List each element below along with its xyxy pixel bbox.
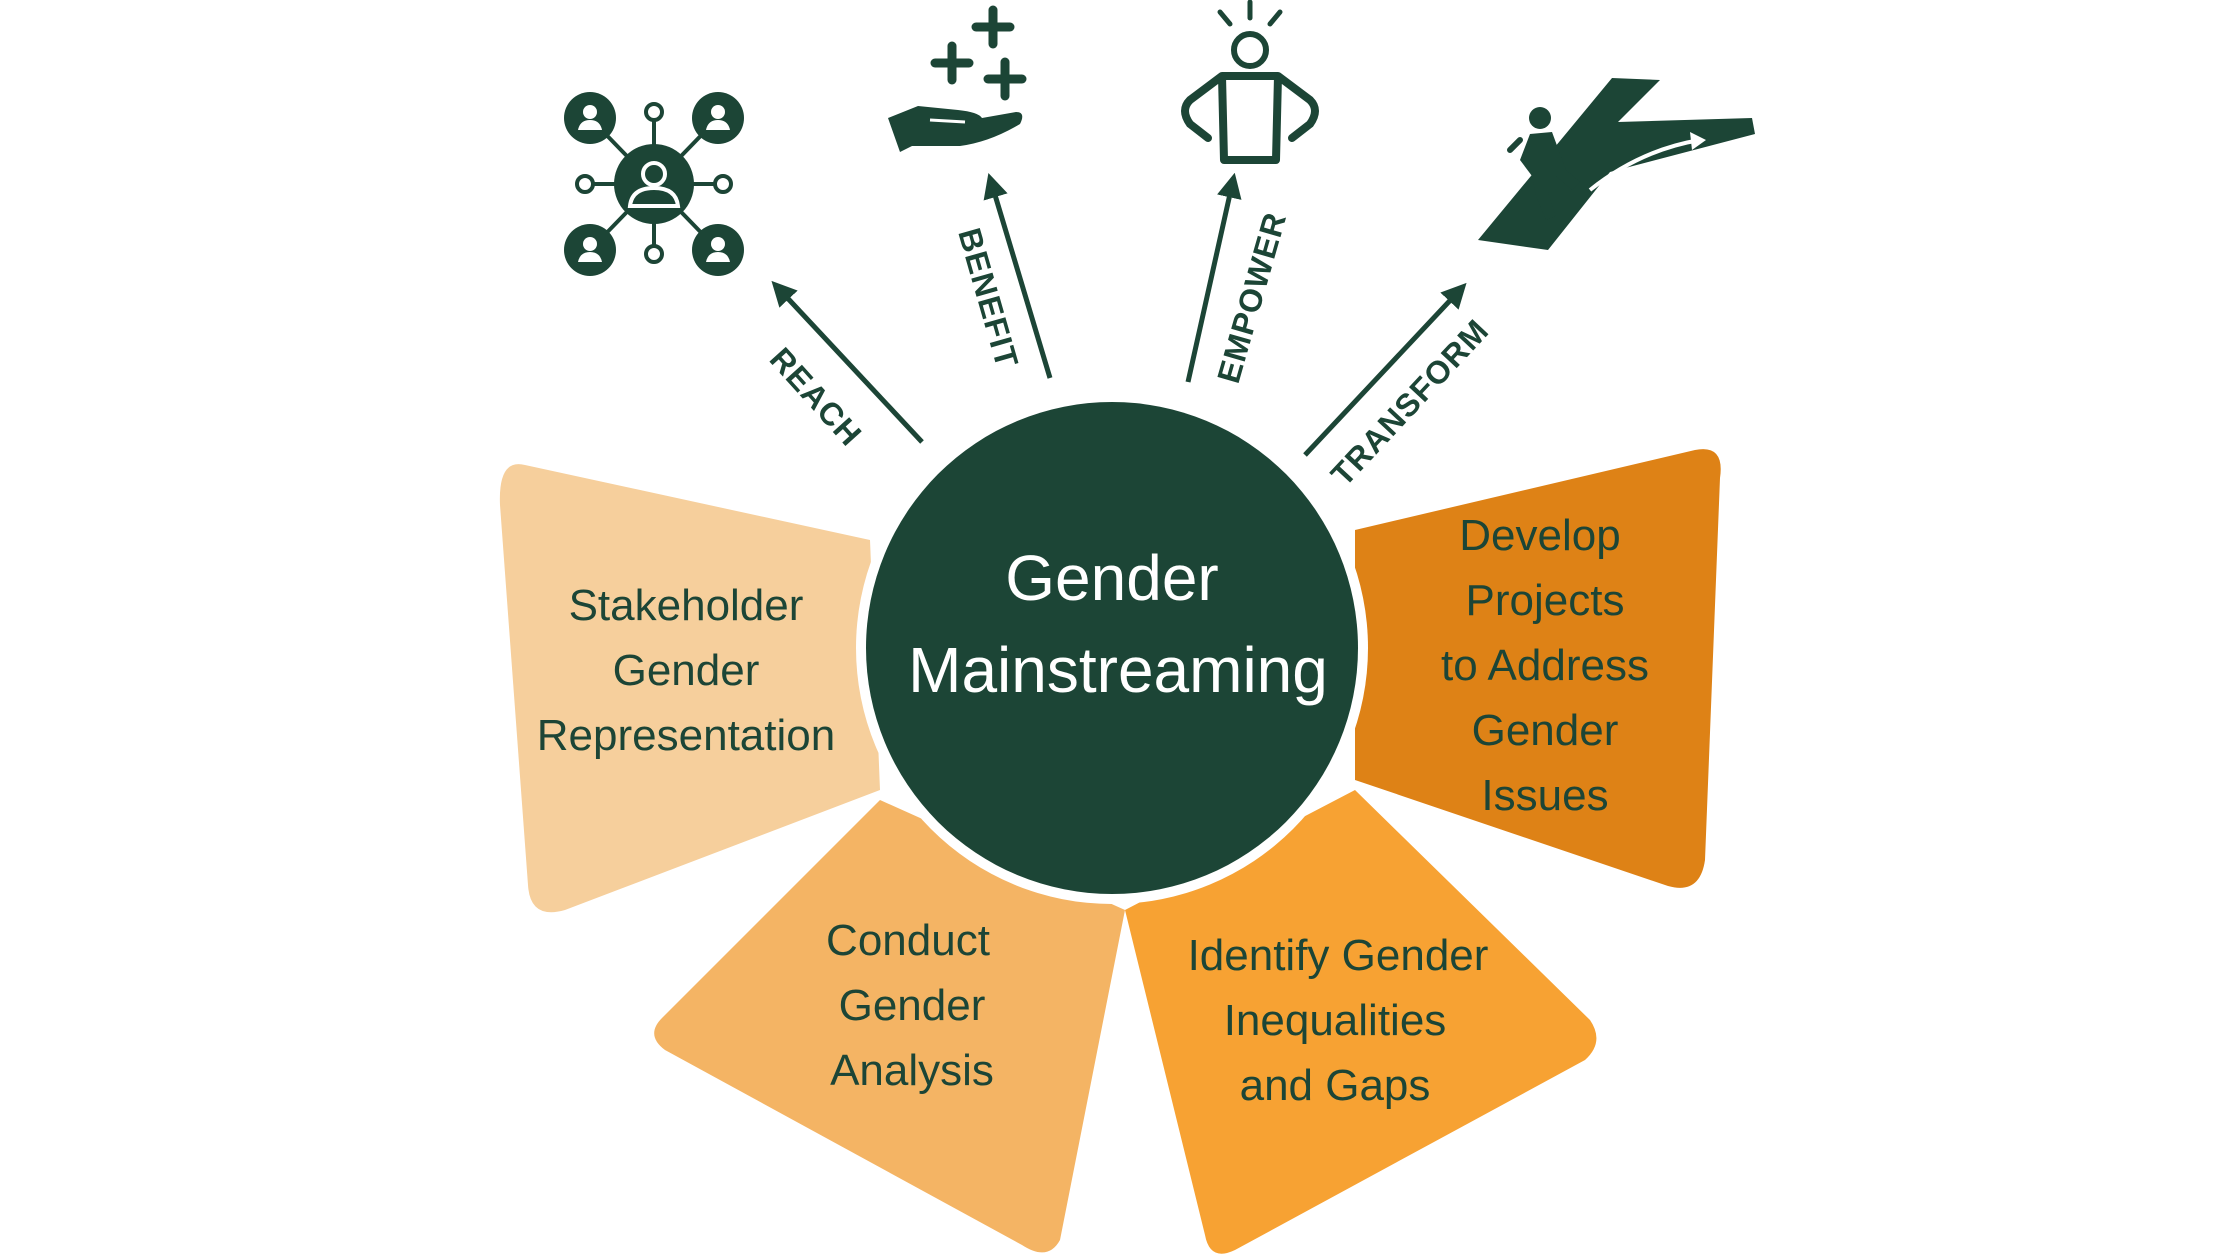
petal-4-line-5: Issues [1481, 771, 1608, 820]
petal-1-line-3: Representation [537, 711, 835, 760]
petal-4-line-1: Develop [1459, 511, 1620, 560]
petal-3-line-1: Identify Gender [1188, 931, 1489, 980]
giving-hand-plus-icon [888, 5, 1027, 152]
petal-conduct-analysis [654, 800, 1125, 1253]
center-title-line-1: Gender [1005, 542, 1218, 614]
petal-1-line-1: Stakeholder [569, 581, 804, 630]
center-title-line-2: Mainstreaming [908, 634, 1328, 706]
climbing-path-icon [1478, 78, 1755, 250]
arrow-benefit [983, 173, 1053, 379]
petal-develop-text: Develop Projects to Address Gender Issue… [1441, 511, 1649, 820]
petal-3-line-3: and Gaps [1240, 1061, 1431, 1110]
network-people-icon [564, 92, 744, 276]
arrow-reach [771, 280, 924, 444]
petal-2-line-1: Conduct [826, 916, 990, 965]
empowered-person-icon [1181, 0, 1319, 164]
petal-conduct-text: Conduct Gender Analysis [826, 916, 994, 1095]
arrow-transform [1303, 282, 1467, 457]
petal-identify-inequalities [1125, 790, 1597, 1254]
arrow-label-reach: REACH [763, 341, 869, 453]
petal-4-line-4: Gender [1472, 706, 1619, 755]
petal-4-line-2: Projects [1466, 576, 1625, 625]
petal-develop-projects [1355, 449, 1721, 888]
petal-2-line-2: Gender [839, 981, 986, 1030]
arrow-label-transform: TRANSFORM [1324, 312, 1496, 493]
petal-1-line-2: Gender [613, 646, 760, 695]
petal-2-line-3: Analysis [830, 1046, 994, 1095]
petal-stakeholder-representation [499, 464, 880, 913]
arrow-empower [1185, 172, 1242, 383]
petal-stakeholder-text: Stakeholder Gender Representation [537, 581, 835, 760]
petal-identify-text: Identify Gender Inequalities and Gaps [1188, 931, 1489, 1110]
petal-4-line-3: to Address [1441, 641, 1649, 690]
center-circle-fill [866, 402, 1358, 894]
petal-3-line-2: Inequalities [1224, 996, 1447, 1045]
arrow-label-benefit: BENEFIT [951, 224, 1025, 372]
